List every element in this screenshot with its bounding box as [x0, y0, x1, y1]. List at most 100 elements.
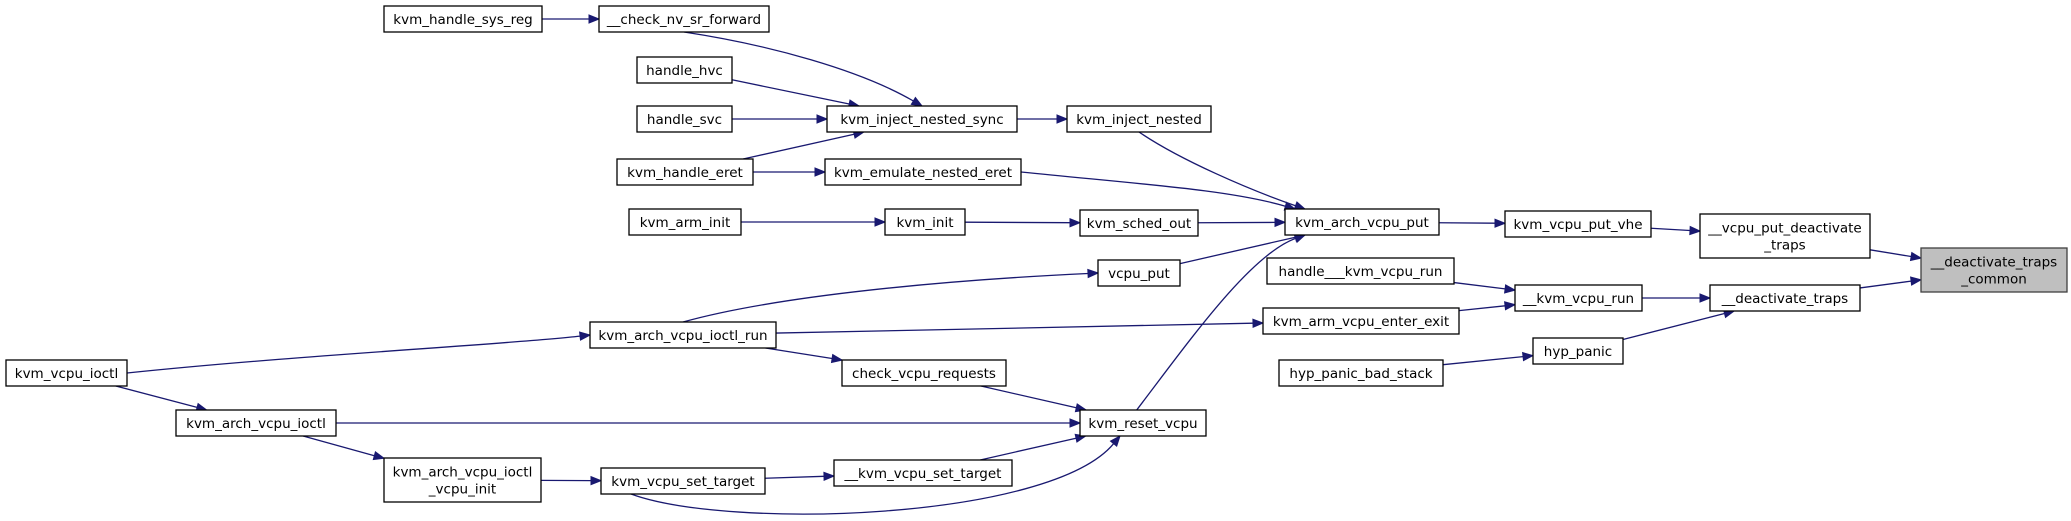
node-label: handle___kvm_vcpu_run — [1279, 264, 1443, 280]
edge-line — [1622, 312, 1725, 341]
node-label: __check_nv_sr_forward — [606, 12, 761, 28]
node-box — [824, 158, 1022, 186]
node-label: _vcpu_init — [428, 482, 496, 498]
node-kvm-sched-out[interactable]: kvm_sched_out — [1079, 209, 1199, 237]
node-kvm-vcpu-run[interactable]: __kvm_vcpu_run — [1514, 284, 1643, 312]
edge-kvm-arch-vcpu-ioctl-run-to-vcpu-put — [682, 268, 1100, 323]
node-label: kvm_arch_vcpu_ioctl — [186, 416, 326, 432]
node-box — [636, 56, 733, 84]
node-kvm-vcpu-set-target[interactable]: kvm_vcpu_set_target — [600, 467, 766, 495]
node-kvm-vcpu-set-target-internal[interactable]: __kvm_vcpu_set_target — [833, 459, 1013, 487]
edge-line — [1453, 281, 1506, 290]
node-kvm-handle-sys-reg[interactable]: kvm_handle_sys_reg — [383, 5, 543, 33]
node-kvm-init[interactable]: kvm_init — [884, 208, 966, 236]
edge-line — [980, 385, 1077, 409]
node-box — [383, 457, 542, 503]
node-label: __kvm_vcpu_run — [1522, 291, 1634, 307]
arrowhead — [588, 14, 601, 24]
edge-kvm-arch-vcpu-ioctl-run-to-check-vcpu-requests — [765, 347, 844, 364]
arrowhead — [1274, 217, 1287, 228]
node-label: kvm_arm_vcpu_enter_exit — [1273, 314, 1449, 330]
node-box — [589, 321, 777, 349]
arrowhead — [579, 331, 592, 341]
node-kvm-arm-vcpu-enter-exit[interactable]: kvm_arm_vcpu_enter_exit — [1262, 307, 1460, 335]
node-kvm-vcpu-ioctl[interactable]: kvm_vcpu_ioctl — [5, 359, 128, 387]
arrowhead — [1909, 251, 1923, 262]
edge-kvm-arch-vcpu-ioctl-to-kvm-reset-vcpu — [336, 418, 1082, 428]
edge-vcpu-put-deactivate-traps-to-deactivate-traps-common — [1869, 249, 1923, 262]
node-vcpu-put[interactable]: vcpu_put — [1097, 259, 1181, 287]
arrowhead — [590, 475, 603, 486]
node-label: check_vcpu_requests — [852, 366, 996, 382]
node-vcpu-put-deactivate-traps[interactable]: __vcpu_put_deactivate_traps — [1699, 213, 1871, 259]
edge-kvm-arch-vcpu-ioctl-run-to-kvm-arm-vcpu-enter-exit — [775, 318, 1265, 334]
node-hyp-panic[interactable]: hyp_panic — [1532, 337, 1624, 365]
edge-line — [1458, 305, 1506, 312]
node-box — [1278, 359, 1444, 387]
node-kvm-emulate-nested-eret[interactable]: kvm_emulate_nested_eret — [824, 158, 1022, 186]
arrowhead — [814, 167, 827, 177]
edge-hyp-panic-bad-stack-to-hyp-panic — [1442, 351, 1535, 366]
edge-kvm-arm-vcpu-enter-exit-to-kvm-vcpu-run — [1458, 301, 1517, 312]
edge-line — [1859, 280, 1912, 289]
node-label: kvm_init — [896, 215, 953, 231]
node-handle-hvc[interactable]: handle_hvc — [636, 56, 733, 84]
node-box — [884, 208, 966, 236]
node-kvm-inject-nested[interactable]: kvm_inject_nested — [1066, 105, 1212, 133]
edge-line — [1179, 236, 1296, 265]
edge-line — [126, 335, 581, 374]
node-kvm-arch-vcpu-ioctl-vcpu-init[interactable]: kvm_arch_vcpu_ioctl_vcpu_init — [383, 457, 542, 503]
edge-kvm-init-to-kvm-sched-out — [964, 217, 1082, 228]
node-check-nv-sr-forward[interactable]: __check_nv_sr_forward — [598, 5, 770, 33]
node-kvm-vcpu-put-vhe[interactable]: kvm_vcpu_put_vhe — [1504, 210, 1652, 238]
node-label: _traps — [1763, 238, 1805, 254]
node-label: kvm_inject_nested — [1076, 112, 1202, 128]
edge-kvm-arm-init-to-kvm-init — [741, 217, 887, 227]
edge-line — [765, 347, 833, 360]
edge-line — [764, 475, 825, 479]
edge-kvm-arch-vcpu-ioctl-vcpu-init-to-kvm-vcpu-set-target — [540, 475, 603, 486]
arrowhead — [1056, 114, 1069, 124]
node-deactivate-traps[interactable]: __deactivate_traps — [1709, 284, 1861, 312]
edge-kvm-emulate-nested-eret-to-kvm-arch-vcpu-put — [1020, 171, 1297, 211]
edge-line — [964, 221, 1071, 224]
node-handle-kvm-vcpu-run[interactable]: handle___kvm_vcpu_run — [1266, 257, 1455, 285]
arrowhead — [1910, 276, 1923, 286]
edge-kvm-handle-eret-to-kvm-emulate-nested-eret — [753, 167, 827, 177]
node-label: kvm_sched_out — [1087, 216, 1191, 232]
node-box — [5, 359, 128, 387]
node-kvm-arch-vcpu-ioctl-run[interactable]: kvm_arch_vcpu_ioctl_run — [589, 321, 777, 349]
node-handle-svc[interactable]: handle_svc — [636, 105, 733, 133]
node-box — [833, 459, 1013, 487]
node-label: kvm_arch_vcpu_put — [1295, 215, 1429, 231]
node-box — [383, 5, 543, 33]
node-box — [1097, 259, 1181, 287]
node-label: handle_hvc — [646, 63, 723, 79]
edge-line — [302, 435, 375, 457]
node-check-vcpu-requests[interactable]: check_vcpu_requests — [841, 359, 1007, 387]
node-label: __deactivate_traps — [1930, 255, 2057, 271]
edge-handle-svc-to-kvm-inject-nested-sync — [732, 114, 829, 124]
node-kvm-arm-init[interactable]: kvm_arm_init — [628, 208, 742, 236]
edge-line — [1136, 237, 1296, 411]
node-kvm-arch-vcpu-put[interactable]: kvm_arch_vcpu_put — [1284, 208, 1440, 236]
node-kvm-handle-eret[interactable]: kvm_handle_eret — [616, 158, 754, 186]
node-label: kvm_vcpu_ioctl — [15, 366, 118, 382]
edge-hyp-panic-to-deactivate-traps — [1622, 309, 1736, 341]
arrowhead — [1494, 218, 1507, 228]
node-label: __vcpu_put_deactivate — [1707, 221, 1861, 237]
arrowhead — [1699, 293, 1712, 303]
edge-kvm-vcpu-ioctl-to-kvm-arch-vcpu-ioctl — [115, 385, 209, 412]
node-kvm-inject-nested-sync[interactable]: kvm_inject_nested_sync — [826, 105, 1018, 133]
node-box — [1504, 210, 1652, 238]
edge-kvm-vcpu-set-target-to-kvm-reset-vcpu — [630, 434, 1121, 515]
edge-handle-kvm-vcpu-run-to-kvm-vcpu-run — [1453, 281, 1517, 294]
node-box — [1079, 209, 1199, 237]
edge-line — [980, 437, 1077, 461]
node-label: kvm_arch_vcpu_ioctl — [393, 465, 533, 481]
arrowhead — [823, 471, 836, 482]
node-hyp-panic-bad-stack[interactable]: hyp_panic_bad_stack — [1278, 359, 1444, 387]
edge-kvm-inject-nested-sync-to-kvm-inject-nested — [1017, 114, 1069, 124]
node-kvm-reset-vcpu[interactable]: kvm_reset_vcpu — [1079, 409, 1207, 437]
node-kvm-arch-vcpu-ioctl[interactable]: kvm_arch_vcpu_ioctl — [175, 409, 337, 437]
